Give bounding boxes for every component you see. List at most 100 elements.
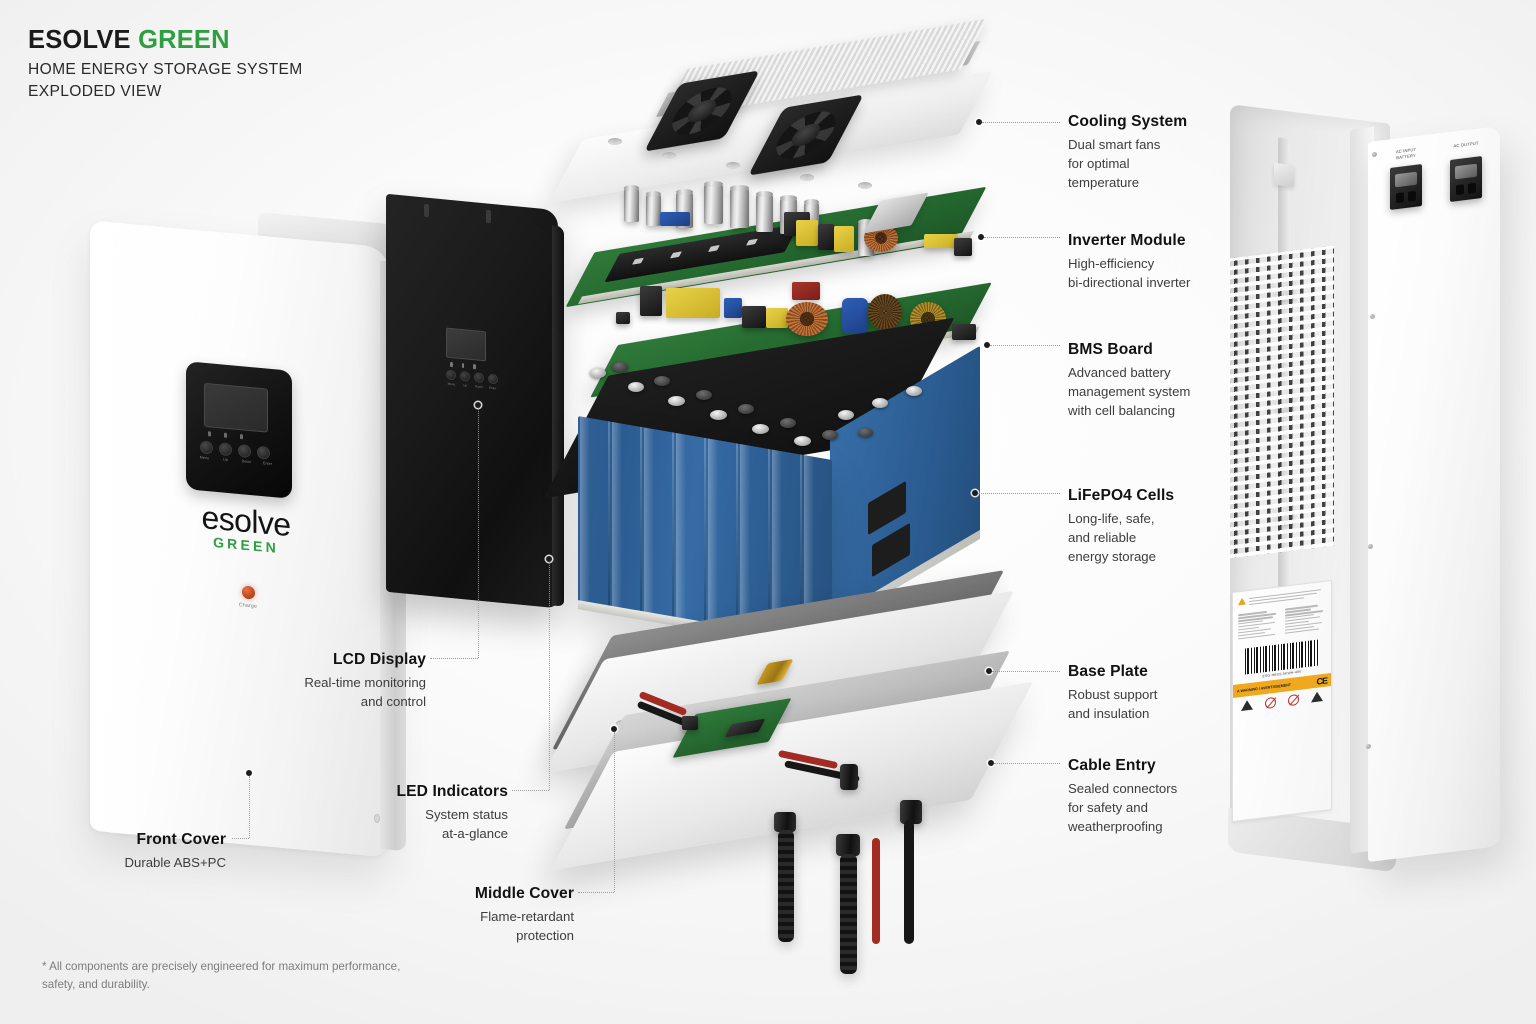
transformer [834, 226, 854, 252]
cell-divider [672, 432, 674, 623]
callout-leader [984, 237, 1060, 238]
rear-housing-part: AC INPUT BATTERY AC OUTPUT [1218, 104, 1518, 873]
callout-leader [614, 732, 615, 892]
brand-accent: GREEN [138, 26, 230, 54]
callout-base-plate: Base Plate Robust support and insulation [1068, 663, 1278, 723]
callout-title: Cooling System [1068, 113, 1188, 130]
connector-block [954, 238, 972, 256]
middle-cover-control-panel: Menu Up Down Enter [446, 327, 498, 390]
middle-cover-notch [424, 203, 429, 218]
callout-anchor-dot [611, 726, 617, 732]
caution-icon [1311, 691, 1323, 702]
callout-cooling-system: Cooling System Dual smart fans for optim… [1068, 113, 1278, 192]
blue-component [660, 212, 690, 226]
brand-primary: ESOLVE [28, 26, 131, 54]
bms-board-part [590, 272, 996, 398]
callout-anchor-dot [475, 402, 481, 408]
mount-hole [800, 174, 814, 181]
panel-button-label: Menu [199, 455, 210, 461]
cell-divider [640, 426, 642, 618]
callout-title: Base Plate [1068, 663, 1148, 680]
cell-divider [704, 437, 706, 629]
led-indicator [224, 432, 227, 438]
toroidal-inductor [786, 302, 828, 336]
callout-lifepo4-cells: LiFePO4 Cells Long-life, safe, and relia… [1068, 487, 1278, 566]
panel-button-label: Enter [262, 461, 273, 467]
callout-leader [992, 671, 1060, 672]
callout-anchor-dot [972, 490, 978, 496]
callout-title: Inverter Module [1068, 232, 1186, 249]
callout-bms-board: BMS Board Advanced battery management sy… [1068, 341, 1278, 420]
cell-highlight [580, 416, 590, 609]
relay-block [640, 286, 662, 316]
callout-anchor-dot [546, 556, 552, 562]
callout-anchor-dot [976, 119, 982, 125]
cell-terminal [654, 376, 670, 386]
cable-gland [774, 812, 796, 832]
led-indicator-group [208, 431, 243, 440]
callout-leader [512, 790, 549, 791]
callout-leader [549, 562, 550, 790]
callout-led-indicators: LED Indicators System status at-a-glance [306, 783, 508, 843]
connector-block [952, 324, 976, 340]
subtitle-line-1: HOME ENERGY STORAGE SYSTEM [28, 61, 303, 79]
callout-leader [478, 408, 479, 658]
front-cover-highlight [96, 241, 152, 837]
cell-divider [608, 421, 610, 612]
cable-gland [900, 800, 922, 824]
heatsink-fin [632, 257, 645, 265]
heatsink-fin [746, 238, 759, 246]
cell-terminal [794, 436, 811, 446]
led-indicator [450, 361, 453, 368]
panel-button-label: Up [223, 457, 228, 462]
page-title: ESOLVE GREEN HOME ENERGY STORAGE SYSTEM … [28, 26, 303, 103]
callout-title: Front Cover [136, 831, 226, 848]
cell-terminal [696, 390, 712, 400]
subtitle: HOME ENERGY STORAGE SYSTEM EXPLODED VIEW [28, 59, 303, 103]
callout-anchor-dot [978, 234, 984, 240]
breaker-switch-right[interactable] [1450, 156, 1482, 202]
yellow-capacitor [766, 308, 788, 328]
callout-leader [249, 776, 250, 838]
electrolytic-capacitor [756, 191, 773, 232]
relay-block [742, 306, 766, 328]
toroidal-inductor [868, 294, 902, 330]
panel-button [238, 443, 251, 459]
callout-title: BMS Board [1068, 341, 1153, 358]
cell-highlight [612, 421, 622, 614]
led-indicator [240, 434, 243, 440]
cell-terminal [738, 404, 754, 414]
callout-middle-cover: Middle Cover Flame-retardant protection [372, 885, 574, 945]
middle-cover-face [386, 193, 558, 609]
callout-description: High-efficiency bi-directional inverter [1068, 255, 1191, 290]
callout-description: Durable ABS+PC [124, 854, 226, 870]
brand-title: ESOLVE GREEN [28, 26, 303, 54]
no-disposal-icon [1288, 693, 1299, 707]
transformer [796, 220, 818, 246]
callout-cable-entry: Cable Entry Sealed connectors for safety… [1068, 757, 1278, 836]
cell-terminal [822, 430, 838, 440]
electrolytic-capacitor [730, 185, 749, 228]
callout-description: Sealed connectors for safety and weather… [1068, 780, 1178, 834]
logo-wordmark: esolve [201, 498, 291, 544]
middle-cover-side-edge [552, 225, 564, 607]
subtitle-line-2: EXPLODED VIEW [28, 83, 162, 101]
panel-button [488, 373, 498, 385]
electrolytic-capacitor [646, 191, 661, 226]
lcd-screen [446, 327, 486, 362]
cable-entry-part [550, 650, 1038, 974]
callout-anchor-dot [986, 668, 992, 674]
panel-button [446, 369, 456, 381]
callout-leader [232, 838, 249, 839]
callout-front-cover: Front Cover Durable ABS+PC [26, 831, 226, 872]
callout-leader [982, 122, 1060, 123]
callout-title: LCD Display [333, 651, 426, 668]
callout-title: LED Indicators [396, 783, 508, 800]
heatsink-fin [670, 251, 683, 259]
callout-anchor-dot [984, 342, 990, 348]
breaker-switch-left[interactable] [1390, 164, 1422, 210]
breaker-port [1396, 192, 1404, 204]
cell-terminal [752, 424, 769, 434]
callout-leader [430, 658, 478, 659]
callout-description: Long-life, safe, and reliable energy sto… [1068, 510, 1156, 564]
